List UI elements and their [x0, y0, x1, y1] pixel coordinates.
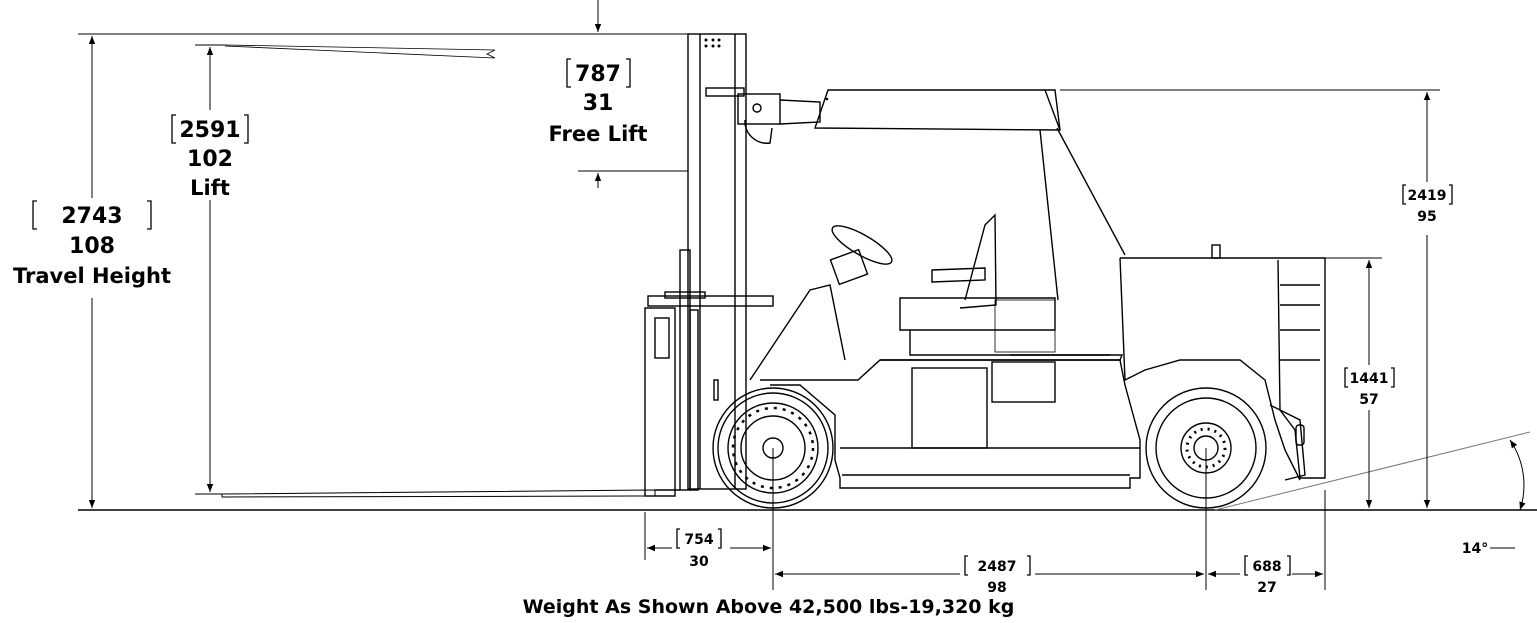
departure-angle-line	[1214, 431, 1531, 511]
lift-metric: 2591	[179, 118, 240, 143]
wheelbase-metric: 2487	[978, 559, 1017, 575]
overhead-guard	[814, 89, 1061, 131]
forklift-illustration	[221, 33, 1326, 509]
free-lift-metric: 787	[575, 62, 621, 87]
dimension-lines	[78, 0, 1515, 590]
lift-imperial: 102	[187, 147, 233, 172]
steering-column	[749, 284, 846, 381]
free-lift-imperial: 31	[583, 91, 614, 116]
free-lift-label: Free Lift	[549, 122, 648, 146]
overhead-guard-metric: 2419	[1408, 188, 1447, 204]
lowered-fork	[221, 489, 656, 498]
chassis	[760, 359, 1141, 489]
travel-height-imperial: 108	[69, 234, 115, 259]
mast-outer	[687, 33, 747, 490]
fork-shank	[644, 307, 676, 497]
travel-height-label: Travel Height	[13, 264, 171, 288]
wheelbase-imperial: 98	[987, 580, 1006, 596]
raised-fork	[224, 44, 496, 59]
hood-height-imperial: 57	[1359, 392, 1378, 408]
lift-label: Lift	[190, 176, 230, 200]
departure-angle-label: 14°	[1462, 541, 1488, 557]
metric-brackets	[32, 58, 1453, 576]
rear-overhang-metric: 688	[1252, 559, 1281, 575]
hood-height-metric: 1441	[1350, 371, 1389, 387]
departure-angle-arc	[1509, 439, 1526, 511]
rear-overhang-imperial: 27	[1257, 580, 1276, 596]
overhead-guard-imperial: 95	[1417, 209, 1436, 225]
front-overhang-metric: 754	[684, 532, 713, 548]
operator-seat	[931, 267, 986, 283]
front-overhang-imperial: 30	[689, 554, 709, 570]
travel-height-metric: 2743	[61, 204, 122, 229]
weight-caption: Weight As Shown Above 42,500 lbs-19,320 …	[522, 596, 1015, 618]
